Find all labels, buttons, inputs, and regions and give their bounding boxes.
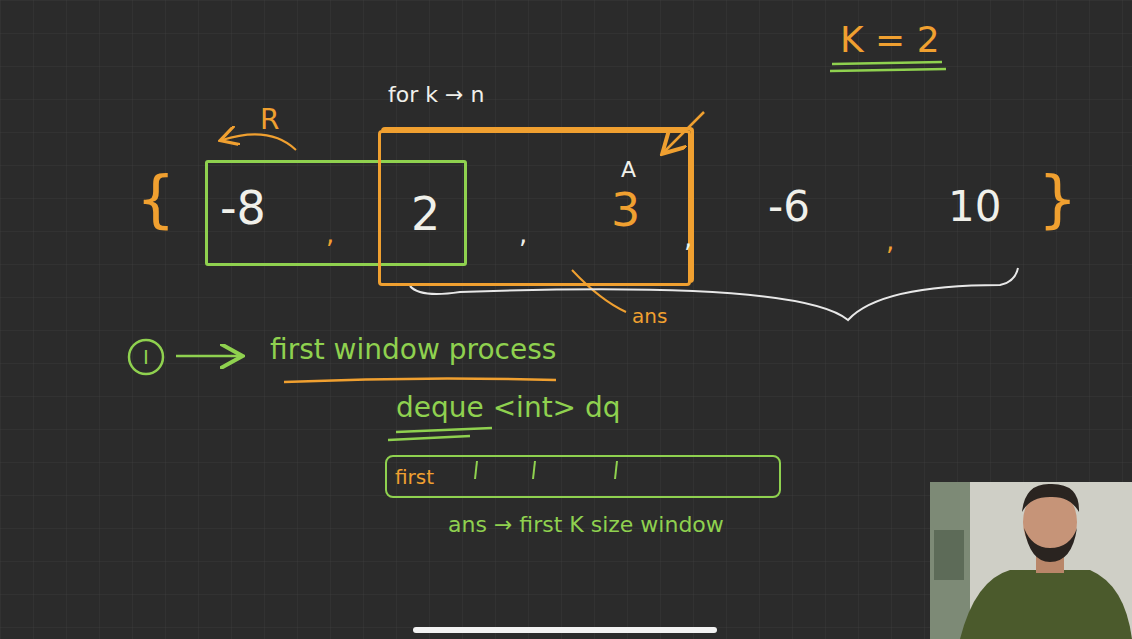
underline xyxy=(284,378,556,382)
node-text: , xyxy=(326,221,334,247)
node-text: , xyxy=(519,221,527,247)
node-text: I xyxy=(143,347,149,367)
board-label: for k → n xyxy=(388,84,484,106)
deque-box: first xyxy=(385,455,781,498)
board-label: K = 2 xyxy=(840,22,940,58)
pointer-arrow xyxy=(222,134,296,150)
cell-divider xyxy=(533,461,535,479)
underline xyxy=(830,62,946,71)
cell-divider xyxy=(615,461,617,479)
home-bar xyxy=(413,627,717,633)
node-text: -8 xyxy=(220,185,266,231)
step-arrow xyxy=(176,355,240,358)
window-box: 2, A 3 xyxy=(378,130,691,286)
webcam-inset xyxy=(930,482,1132,639)
step-circle: I xyxy=(127,338,165,376)
board-label: first window process xyxy=(270,336,556,364)
board-label: -6 xyxy=(768,186,810,228)
board-label: deque <int> dq xyxy=(396,394,621,422)
node-text: 2 xyxy=(411,191,440,237)
leader-line xyxy=(572,270,626,312)
board-label: ans → first K size window xyxy=(448,514,724,536)
board-label: { xyxy=(136,168,175,230)
underline xyxy=(388,428,492,440)
node-text: first xyxy=(395,467,434,487)
board-label: } xyxy=(1038,168,1077,230)
board-label: R xyxy=(260,106,279,134)
board-label: , xyxy=(684,225,692,251)
cell-divider xyxy=(475,461,477,479)
brace xyxy=(410,268,1018,320)
circle-outline xyxy=(129,340,163,374)
deque-cells xyxy=(387,457,779,496)
board-label: 10 xyxy=(948,186,1001,228)
board-label: ans xyxy=(632,306,667,326)
node-text: 3 xyxy=(611,187,640,233)
node-text: A xyxy=(621,159,636,181)
board-label: , xyxy=(886,228,894,254)
